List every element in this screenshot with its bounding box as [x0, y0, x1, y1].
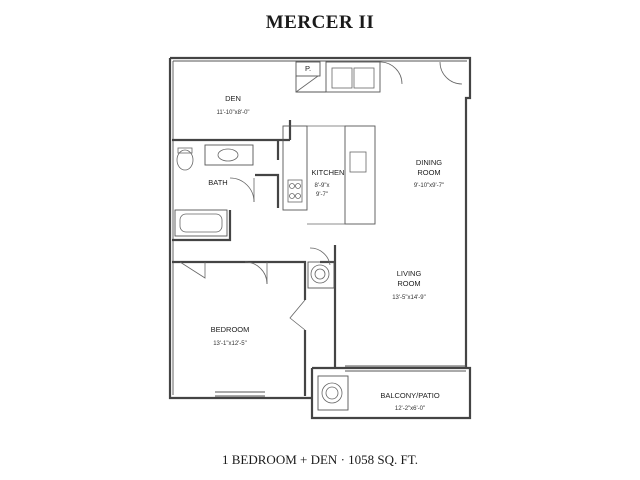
bedroom-label: BEDROOM: [211, 325, 250, 334]
living-size: 13'-5"x14'-9": [392, 295, 426, 301]
living-label-line1: LIVING: [397, 269, 422, 278]
balcony-size: 12'-2"x6'-0": [395, 406, 425, 412]
kitchen-label: KITCHEN: [312, 168, 345, 177]
interior-walls: [172, 120, 337, 396]
den-label: DEN: [225, 94, 241, 103]
pantry-label: P.: [305, 64, 311, 73]
exterior-walls: [168, 56, 472, 420]
dining-label-line2: ROOM: [417, 168, 440, 177]
balcony-label: BALCONY/PATIO: [380, 391, 439, 400]
dining-size: 9'-10"x9'-7": [414, 183, 444, 189]
bedroom-details: [179, 261, 306, 397]
kitchen-size-line2: 9'-7": [316, 192, 328, 198]
pantry-and-closets: [295, 61, 463, 93]
bath-label: BATH: [208, 178, 227, 187]
utility-closet: [307, 247, 349, 411]
balcony-doors: [345, 365, 466, 372]
plan-caption: 1 BEDROOM + DEN · 1058 SQ. FT.: [222, 452, 418, 467]
bath-fixtures: [174, 144, 255, 237]
kitchen-size-line1: 8'-9"x: [315, 183, 330, 189]
bedroom-size: 13'-1"x12'-5": [213, 341, 247, 347]
kitchen-counters: [282, 125, 376, 225]
plan-title: MERCER II: [265, 12, 375, 33]
dining-label-line1: DINING: [416, 158, 442, 167]
living-label-line2: ROOM: [397, 279, 420, 288]
den-size: 11'-10"x8'-0": [216, 110, 249, 116]
